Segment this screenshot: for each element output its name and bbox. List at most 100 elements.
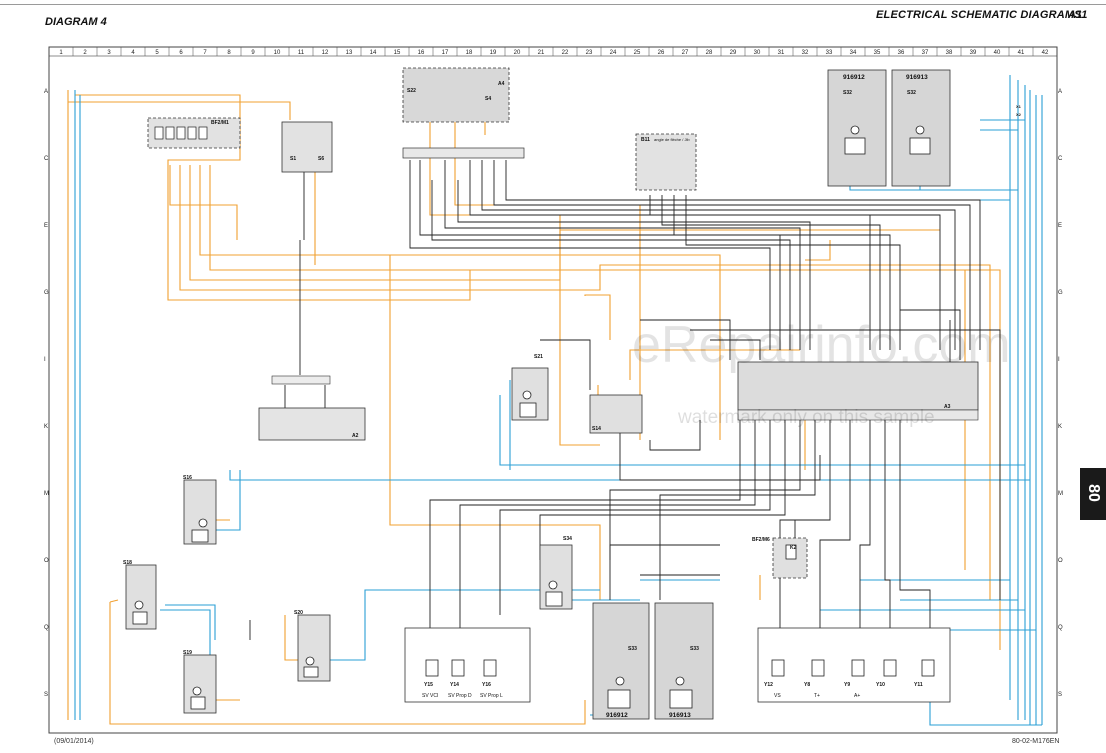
column-label: 21 (538, 50, 545, 56)
column-label: 12 (322, 50, 329, 56)
valve-name: SV VCI (422, 693, 438, 699)
row-label: O (1058, 558, 1063, 564)
a3-controller-box (737, 361, 979, 411)
column-label: 7 (203, 50, 207, 56)
column-label: 35 (874, 50, 881, 56)
label-bf2m1: BF2/M1 (211, 120, 229, 126)
label-s20: S20 (294, 610, 303, 616)
row-label: K (1058, 424, 1062, 430)
column-label: 3 (107, 50, 111, 56)
section-title: ELECTRICAL SCHEMATIC DIAGRAMS (876, 9, 1082, 21)
row-label: I (1058, 357, 1060, 363)
valve-id: Y12 (764, 682, 773, 688)
label-s1: S1 (290, 156, 296, 162)
label-s34: S34 (563, 536, 572, 542)
label-x1: X1 (1016, 104, 1022, 109)
label-s4: S4 (485, 96, 491, 102)
black-wires (144, 160, 1001, 670)
label-b11-desc: angle de flèche / Jib (654, 137, 690, 142)
component-symbols (132, 125, 935, 710)
a3-pin-strip (737, 409, 979, 421)
label-a2: A2 (352, 433, 359, 439)
blue-wires (74, 75, 1043, 726)
valve-name: A+ (854, 693, 860, 699)
label-s32-right: S32 (907, 90, 916, 96)
component-blocks (125, 67, 979, 720)
component-labels: BF2/M1 S1 S6 A4 S22 S4 B11 angle de flèc… (123, 81, 1022, 656)
column-label: 10 (274, 50, 281, 56)
footer-doc-ref: 80-02-M176EN (1012, 738, 1060, 745)
a4-module-box (402, 67, 510, 123)
column-label: 36 (898, 50, 905, 56)
valve-id: Y8 (804, 682, 810, 688)
watermark-sub: watermark only on this sample (677, 407, 935, 428)
label-s6: S6 (318, 156, 324, 162)
column-label: 14 (370, 50, 377, 56)
column-label: 6 (179, 50, 183, 56)
row-label: E (1058, 223, 1062, 229)
row-label: M (1058, 491, 1063, 497)
column-label: 25 (634, 50, 641, 56)
label-s33-right: S33 (690, 646, 699, 652)
label-s21: S21 (534, 354, 543, 360)
valve-id: Y11 (914, 682, 923, 688)
label-x2: X2 (1016, 112, 1022, 117)
s16-box (183, 479, 217, 545)
valve-id: Y10 (876, 682, 885, 688)
row-label: G (44, 290, 49, 296)
page-header: DIAGRAM 4 ELECTRICAL SCHEMATIC DIAGRAMS … (0, 0, 1106, 36)
a2-module-box (258, 407, 366, 441)
column-label: 11 (298, 50, 305, 56)
column-label: 16 (418, 50, 425, 56)
column-label: 34 (850, 50, 857, 56)
valve-name: VS (774, 693, 781, 699)
label-s18: S18 (123, 560, 132, 566)
column-label: 30 (754, 50, 761, 56)
wiring (67, 75, 1043, 726)
column-label: 32 (802, 50, 809, 56)
row-label: A (1058, 89, 1062, 95)
valve-name: T+ (814, 693, 820, 699)
s14-box (589, 394, 643, 434)
column-label: 13 (346, 50, 353, 56)
column-label: 17 (442, 50, 449, 56)
column-label: 22 (562, 50, 569, 56)
code-top-left: 916912 (843, 74, 865, 81)
watermark-main: eRepairinfo.com (632, 316, 1011, 374)
diagram-title: DIAGRAM 4 (45, 16, 107, 28)
s1-s6-switch-box (281, 121, 333, 173)
code-bottom-left: 916912 (606, 712, 628, 719)
terminal-strip-a4 (402, 147, 525, 159)
column-label: 29 (730, 50, 737, 56)
valve-id: Y15 (424, 682, 433, 688)
label-b11: B11 (641, 137, 650, 143)
b11-sensor-box (635, 133, 697, 191)
column-label: 23 (586, 50, 593, 56)
column-label: 24 (610, 50, 617, 56)
column-label: 8 (227, 50, 231, 56)
column-label: 18 (466, 50, 473, 56)
label-s22: S22 (407, 88, 416, 94)
column-label: 20 (514, 50, 521, 56)
code-bottom-right: 916913 (669, 712, 691, 719)
column-label: 2 (83, 50, 87, 56)
column-label: 15 (394, 50, 401, 56)
a2-connector (271, 375, 331, 385)
label-s33-left: S33 (628, 646, 637, 652)
column-label: 31 (778, 50, 785, 56)
label-bf2m6: BF2/M6 (752, 537, 770, 543)
box-codes: 916912 916913 916912 916913 (606, 74, 928, 719)
valve-id: Y14 (450, 682, 459, 688)
label-s19: S19 (183, 650, 192, 656)
watermark: eRepairinfo.com watermark only on this s… (632, 316, 1011, 428)
row-label: S (1058, 692, 1062, 698)
column-label: 40 (994, 50, 1001, 56)
row-label: M (44, 491, 49, 497)
column-label: 38 (946, 50, 953, 56)
row-label: E (44, 223, 48, 229)
valve-group-left (404, 627, 531, 703)
column-label: 28 (706, 50, 713, 56)
header-rule (0, 4, 1106, 5)
